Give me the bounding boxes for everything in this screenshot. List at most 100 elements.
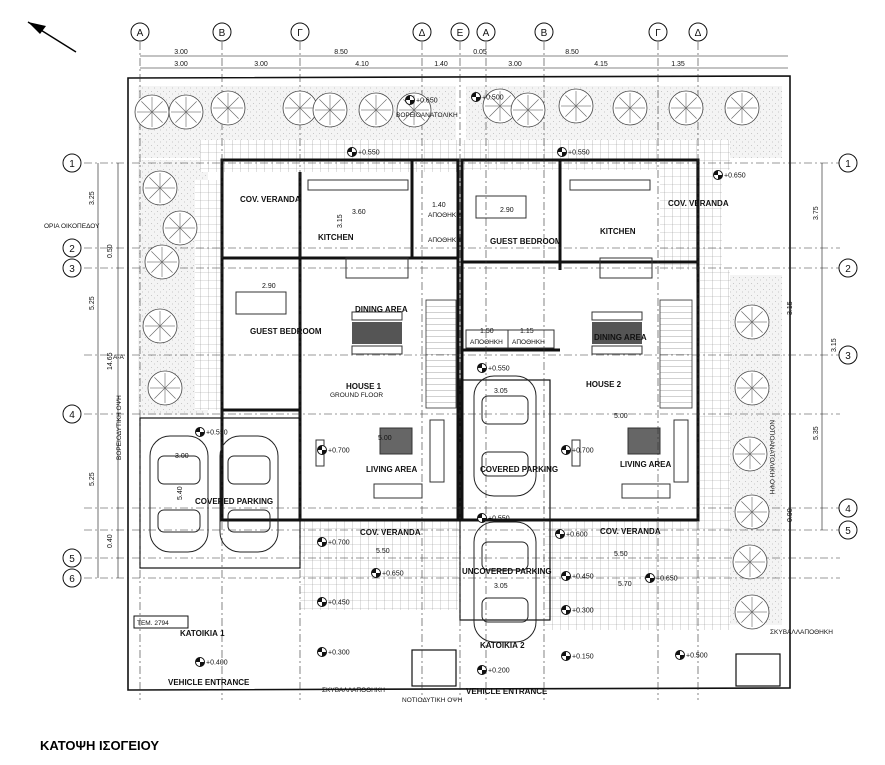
dim-label: 3.15 <box>787 301 794 315</box>
svg-text:5: 5 <box>69 554 75 565</box>
room-label-kitchen-1: KITCHEN <box>318 233 354 242</box>
dim-east-terrace: 5.70 <box>618 581 632 588</box>
grid-bubble-top: Γ <box>290 22 310 42</box>
room-label-dining-1: DINING AREA <box>355 305 408 314</box>
label-vehicle-entrance-1: VEHICLE ENTRANCE <box>168 678 250 687</box>
dims-right: 3.753.153.155.350.90 <box>787 206 838 522</box>
level-markers: +0.550 +0.500 +0.550 +0.650 +0.550 +0.700 +0.7… <box>195 92 746 675</box>
grid-bubble-top: Β <box>534 22 554 42</box>
trees <box>134 88 770 630</box>
dim-label: 5.25 <box>89 296 96 310</box>
dim-label: 1.40 <box>434 61 448 68</box>
grid-bubble-left: 5 <box>62 548 82 568</box>
dim-veranda-2: 5.50 <box>614 551 628 558</box>
bin-store-1 <box>411 649 457 687</box>
label-section-aa: A-A' <box>113 354 125 361</box>
terrace-south-1 <box>300 520 458 610</box>
dim-label: 3.15 <box>831 338 838 352</box>
svg-text:+0.300: +0.300 <box>572 608 594 615</box>
level-marker-icon: +0.550 <box>347 147 380 157</box>
room-label-storage-4: ΑΠΟΘΗΚΗ <box>512 339 545 346</box>
dim-storage-1: 1.40 <box>432 202 446 209</box>
tree-icon <box>142 308 178 344</box>
tree-icon <box>734 304 770 340</box>
label-east-side: ΝΟΤΙΟΑΝΑΤΟΛΙΚΗ ΟΨΗ <box>768 420 775 495</box>
level-marker-icon: +0.550 <box>195 427 228 437</box>
svg-text:Β: Β <box>219 28 226 39</box>
kitchen-counter <box>569 179 651 191</box>
house1-walls <box>220 158 460 522</box>
room-label-veranda-top-2: COV. VERANDA <box>668 199 729 208</box>
room-label-uncovered-parking: UNCOVERED PARKING <box>462 567 552 576</box>
svg-text:Α: Α <box>483 28 490 39</box>
level-marker-icon: +0.650 <box>405 95 438 105</box>
level-marker-icon: +0.500 <box>471 92 504 102</box>
storage-block <box>465 329 555 349</box>
dim-label: 8.50 <box>565 49 579 56</box>
room-label-storage-3: ΑΠΟΘΗΚΗ <box>470 339 503 346</box>
dim-label: 5.35 <box>813 426 820 440</box>
svg-text:+0.650: +0.650 <box>382 571 404 578</box>
level-marker-icon: +0.550 <box>477 363 510 373</box>
svg-text:2: 2 <box>69 244 75 255</box>
tree-icon <box>734 594 770 630</box>
tree-icon <box>558 88 594 124</box>
dining-table-icon <box>591 311 643 355</box>
svg-text:1: 1 <box>69 159 75 170</box>
level-marker-icon: +0.550 <box>557 147 590 157</box>
room-label-house-2: HOUSE 2 <box>586 380 622 389</box>
svg-text:+0.200: +0.200 <box>488 668 510 675</box>
dim-label: 8.50 <box>334 49 348 56</box>
room-label-living-1: LIVING AREA <box>366 465 417 474</box>
grid-bubble-left: 3 <box>62 258 82 278</box>
room-label-guest-2: GUEST BEDROOM <box>490 237 562 246</box>
dim-kitchen-1-height: 3.15 <box>337 214 344 228</box>
room-label-veranda-bot-1: COV. VERANDA <box>360 528 421 537</box>
room-label-storage-2: ΑΠΟΘΗΚΗ <box>428 237 461 244</box>
plot-number-box <box>133 615 189 629</box>
tree-icon <box>724 90 760 126</box>
dim-label: 0.40 <box>107 534 114 548</box>
svg-text:+0.300: +0.300 <box>328 650 350 657</box>
label-katoikia-2: ΚΑΤΟΙΚΙΑ 2 <box>480 641 525 650</box>
tree-icon <box>734 494 770 530</box>
car-icon <box>473 521 537 643</box>
room-label-house-1: HOUSE 1 <box>346 382 382 391</box>
bed-icon <box>235 291 287 315</box>
level-marker-icon: +0.450 <box>561 571 594 581</box>
level-marker-icon: +0.500 <box>675 650 708 660</box>
label-vehicle-entrance-2: VEHICLE ENTRANCE <box>466 687 548 696</box>
grid-bubble-top: Β <box>212 22 232 42</box>
dim-storage-3: 1.15 <box>520 328 534 335</box>
dim-label: 3.00 <box>174 61 188 68</box>
level-marker-icon: +0.700 <box>317 537 350 547</box>
svg-text:5: 5 <box>845 526 851 537</box>
svg-text:3: 3 <box>69 264 75 275</box>
tree-icon <box>612 90 648 126</box>
dim-label: 0.05 <box>473 49 487 56</box>
dim-label: 3.00 <box>508 61 522 68</box>
level-marker-icon: +0.700 <box>317 445 350 455</box>
level-marker-icon: +0.550 <box>477 513 510 523</box>
grid-bubble-right: 4 <box>838 498 858 518</box>
dim-label: 3.00 <box>254 61 268 68</box>
north-arrow-icon <box>27 21 77 53</box>
grid-bubble-left: 1 <box>62 153 82 173</box>
svg-text:+0.600: +0.600 <box>566 532 588 539</box>
grid-bubble-top: Γ <box>648 22 668 42</box>
svg-text:+0.150: +0.150 <box>572 654 594 661</box>
grid-bubble-right: 5 <box>838 520 858 540</box>
dim-label: 3.25 <box>89 191 96 205</box>
car-icon <box>149 435 209 553</box>
label-north-side: ΒΟΡΕΙΟΑΝΑΤΟΛΙΚΗ <box>396 112 458 119</box>
label-west-side: ΒΟΡΕΙΟΔΥΤΙΚΗ ΟΨΗ <box>116 395 123 460</box>
grid-bubble-right: 1 <box>838 153 858 173</box>
drawing-title: ΚΑΤΟΨΗ ΙΣΟΓΕΙΟΥ <box>40 738 160 753</box>
dim-guest-1-width: 2.90 <box>262 283 276 290</box>
svg-text:+0.550: +0.550 <box>568 150 590 157</box>
dim-guest-2-width: 2.90 <box>500 207 514 214</box>
tree-icon <box>732 436 768 472</box>
